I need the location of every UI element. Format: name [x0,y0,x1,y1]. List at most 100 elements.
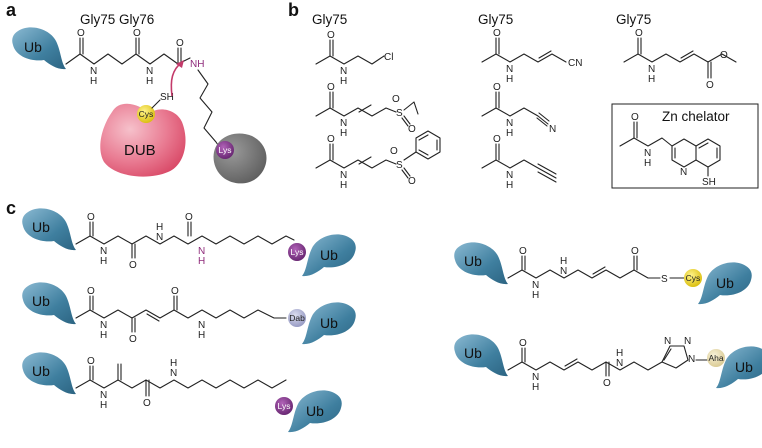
probe-cys-linked: Ub O O N H N H S Cys Ub [454,242,752,305]
svg-text:N: N [100,320,107,331]
svg-text:O: O [87,212,95,223]
svg-text:H: H [340,180,347,191]
svg-text:O: O [327,134,335,145]
panel-c: Ub O O O N H N H N H Lys Ub Ub [22,208,762,433]
svg-text:O: O [185,212,193,223]
svg-text:N: N [532,372,539,383]
svg-text:Lys: Lys [278,401,291,411]
svg-text:O: O [493,82,501,93]
svg-text:SH: SH [702,177,716,188]
aha-residue: Aha [707,349,725,367]
svg-text:N: N [506,118,513,129]
svg-text:S: S [661,274,668,285]
svg-text:H: H [532,382,539,393]
svg-text:N: N [549,124,556,135]
warhead-chloroethyl: O N H Cl [315,30,393,87]
svg-text:N: N [616,358,623,369]
warhead-title: Gly75 [616,12,651,27]
svg-text:CN: CN [568,58,582,69]
carbonyl-o: O [133,28,141,39]
svg-text:S: S [396,160,403,171]
svg-text:Ub: Ub [320,247,338,263]
warhead-cyanomethyl: O N H N [481,82,556,139]
svg-text:Ub: Ub [320,315,338,331]
carbonyl-o: O [176,38,184,49]
svg-text:O: O [635,28,643,39]
svg-text:Lys: Lys [291,247,304,257]
svg-text:Ub: Ub [464,253,482,269]
svg-text:O: O [631,246,639,257]
svg-text:N: N [532,280,539,291]
svg-text:O: O [493,28,501,39]
svg-text:Ub: Ub [32,363,50,379]
svg-text:O: O [171,286,179,297]
warhead-title: Gly75 [312,12,347,27]
dub-label: DUB [124,142,156,159]
svg-text:H: H [100,330,107,341]
probe-dab: Ub O O O N H N H Dab Ub [22,282,356,345]
svg-text:H: H [100,400,107,411]
svg-text:O: O [87,286,95,297]
svg-text:Aha: Aha [708,353,723,363]
svg-text:Cys: Cys [686,273,701,283]
svg-text:N: N [648,64,655,75]
dub-enzyme [100,103,186,177]
zn-chelator-box: Zn chelator O N H N SH [611,103,759,189]
svg-text:O: O [706,80,714,91]
svg-text:O: O [519,246,527,257]
svg-text:O: O [87,356,95,367]
attack-arrow [170,61,183,97]
svg-text:H: H [340,128,347,139]
panel-label-c: c [6,198,16,218]
svg-text:N: N [340,170,347,181]
svg-text:Ub: Ub [735,359,753,375]
warhead-vinyl-sulfone: O N H S O O [315,82,419,139]
svg-text:Lys: Lys [219,145,232,155]
warhead-propargyl: O N H [481,134,557,191]
svg-text:H: H [170,358,177,369]
svg-text:N: N [156,232,163,243]
warhead-title: Gly75 [478,12,513,27]
lysine-amine: NH [190,59,204,70]
svg-text:N: N [198,320,205,331]
svg-text:N: N [506,170,513,181]
cys-residue: Cys [137,105,155,123]
svg-text:Ub: Ub [306,403,324,419]
ubiquitin-blob: Ub [12,27,66,70]
svg-text:H: H [100,256,107,267]
amide-h: H [146,76,153,87]
amide-n: N [146,66,153,77]
svg-text:N: N [688,354,695,365]
svg-text:O: O [129,334,137,345]
svg-text:H: H [616,348,623,359]
amide-n: N [90,66,97,77]
svg-text:H: H [506,180,513,191]
svg-text:S: S [396,108,403,119]
svg-text:Ub: Ub [716,275,734,291]
svg-text:N: N [680,167,687,178]
ub-label: Ub [24,39,42,55]
probe-isopeptide-lys: Ub O O O N H N H N H Lys Ub [22,208,356,277]
amide-h: H [90,76,97,87]
svg-text:H: H [644,158,651,169]
carbonyl-o: O [77,28,85,39]
warhead-vinyl-ester: O N H O O [623,28,737,91]
svg-text:N: N [506,64,513,75]
svg-text:N: N [664,336,671,347]
lys-residue: Lys [275,397,293,415]
svg-text:O: O [392,94,400,105]
svg-text:H: H [340,76,347,87]
lys-residue: Lys [288,243,306,261]
svg-text:N: N [170,368,177,379]
panel-label-a: a [6,0,17,20]
svg-text:O: O [327,30,335,41]
svg-text:N: N [560,266,567,277]
svg-text:O: O [408,176,416,187]
panel-a: Gly75 Gly76 Ub O O O N H N H NH Lys DUB [12,12,267,184]
svg-text:Ub: Ub [464,345,482,361]
svg-text:H: H [532,290,539,301]
svg-text:H: H [506,128,513,139]
svg-text:N: N [198,246,205,257]
panel-label-b: b [288,0,299,20]
